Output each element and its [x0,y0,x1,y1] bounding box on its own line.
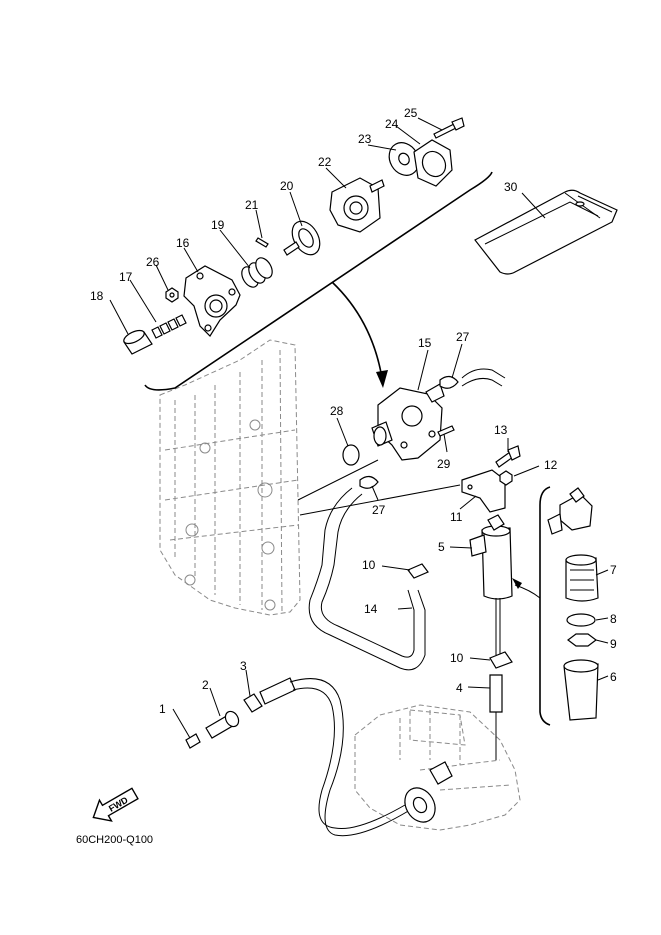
callout-21: 21 [245,198,259,212]
filter-detail-bracket [539,486,551,726]
part-21-pin [255,237,269,248]
assembly-divider [144,171,493,391]
fwd-arrow-icon: FWD [92,787,139,822]
part-5-fuel-filter [469,514,513,655]
lower-bracket-outline [354,704,521,831]
callout-25: 25 [404,106,418,120]
leader-lines [109,117,609,739]
callout-labels: 1 2 3 4 5 6 7 8 9 10 10 11 12 13 14 15 1… [90,106,617,716]
part-27-clip-upper [439,375,459,389]
callout-28: 28 [330,404,344,418]
callout-7: 7 [610,563,617,577]
callout-5: 5 [438,540,445,554]
engine-block-outline [159,339,301,616]
callout-23: 23 [358,132,372,146]
part-14-fuel-hose [308,487,426,671]
callout-29: 29 [437,457,451,471]
callout-22: 22 [318,155,332,169]
callout-19: 19 [211,218,225,232]
part-13-bolt [495,445,521,468]
part-8-o-ring [566,613,596,627]
callout-4: 4 [456,681,463,695]
callout-26: 26 [146,255,160,269]
part-6-bowl [563,659,599,721]
part-17-spring [151,314,187,339]
callout-13: 13 [494,423,508,437]
callout-1: 1 [159,702,166,716]
part-3-clip [243,693,263,713]
part-20-diaphragm [283,220,321,256]
callout-11: 11 [450,510,463,524]
part-12-nut [499,470,513,486]
part-22-pump-body [329,177,385,233]
callout-6: 6 [610,670,617,684]
part-10-clip-upper [407,563,429,579]
callout-15: 15 [418,336,432,350]
figure-code: 60CH200-Q100 [76,834,154,846]
callout-17: 17 [119,270,133,284]
part-27-clip-lower [359,475,379,489]
callout-20: 20 [280,179,294,193]
part-23-gasket [388,142,420,176]
part-7-element [565,554,599,602]
callout-27-lower: 27 [372,503,386,517]
part-15-fuel-pump [371,383,445,461]
callout-24: 24 [385,117,399,131]
callout-14: 14 [364,602,378,616]
part-16-pump-cover [183,265,241,337]
callout-30: 30 [504,180,518,194]
arrow-head-icon [512,578,522,589]
callout-10-lower: 10 [450,651,464,665]
callout-10-upper: 10 [362,558,376,572]
callout-8: 8 [610,612,617,626]
part-30-bag [474,189,618,275]
part-11-bracket [461,469,506,513]
lower-fuel-hose [259,677,411,837]
callout-2: 2 [202,678,209,692]
part-10-clip-lower [489,651,513,669]
callout-12: 12 [544,458,558,472]
callout-27-upper: 27 [456,330,470,344]
part-4-hose [489,674,503,760]
part-28-o-ring [342,444,360,466]
part-24-cover [413,139,453,187]
callout-9: 9 [610,637,617,651]
part-25-screw [433,117,465,139]
part-18-cap [123,329,153,355]
part-29-screw [437,425,455,437]
part-1-screw [185,733,201,749]
callout-18: 18 [90,289,104,303]
callout-16: 16 [176,236,190,250]
filter-head-detail [547,487,593,535]
part-19-spring [241,257,273,288]
part-9-nut [567,633,597,647]
arrow-head-icon [376,370,388,388]
part-2-fitting [205,710,240,739]
part-26-nut [165,287,179,303]
lower-pump-connector [404,761,453,823]
hose-stub [461,368,506,379]
callout-3: 3 [240,659,247,673]
